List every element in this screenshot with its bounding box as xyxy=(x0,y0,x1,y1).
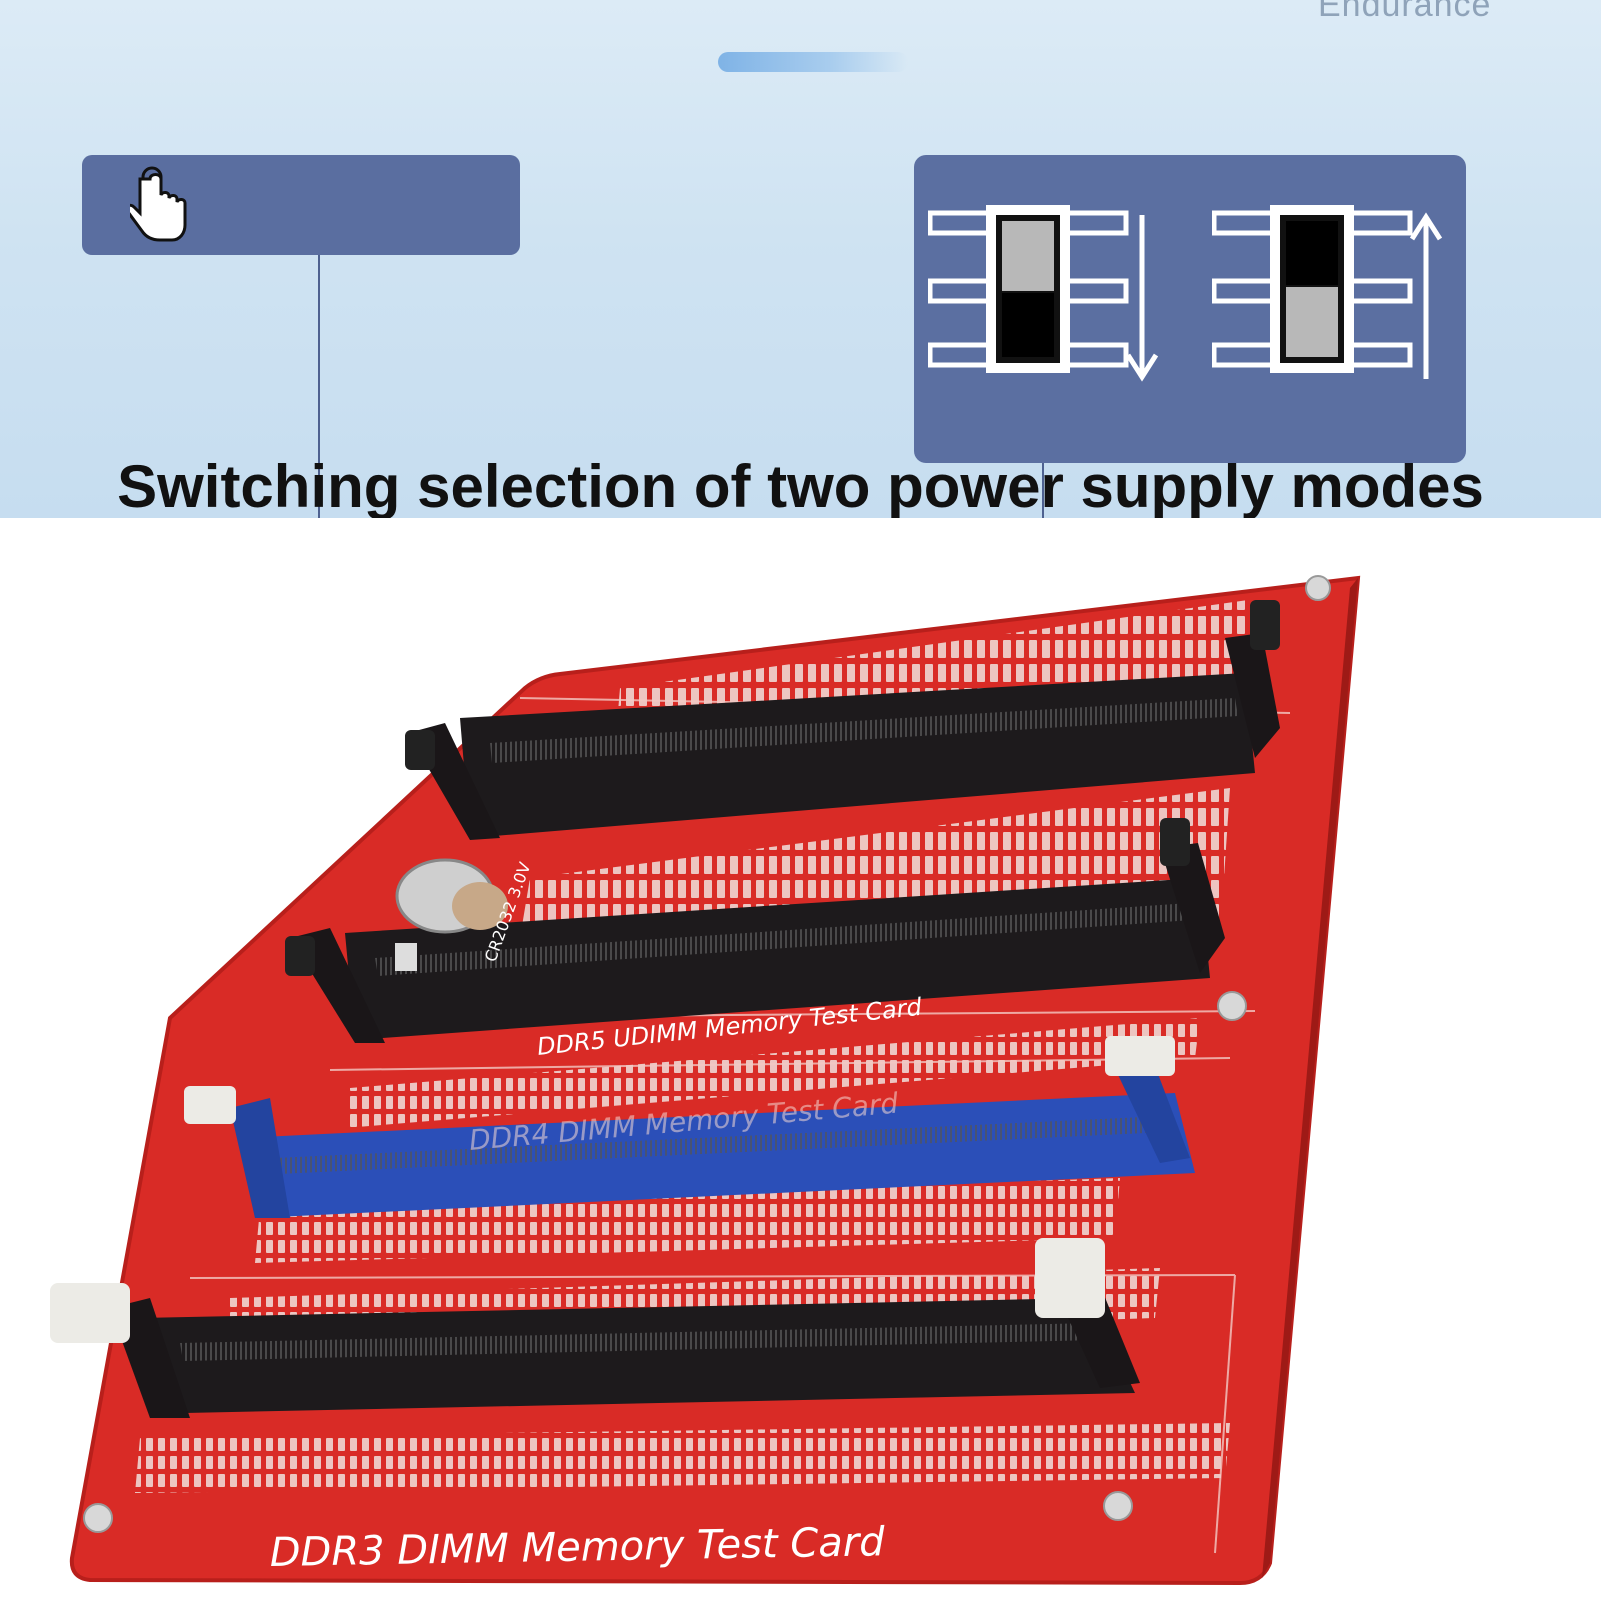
ddr4-slot xyxy=(184,1036,1195,1218)
ddr3-slot xyxy=(50,1238,1140,1418)
partial-heading: Endurance xyxy=(1318,0,1492,24)
coin-battery xyxy=(395,858,508,971)
leader-line xyxy=(1042,463,1044,518)
dip-switch-up-icon xyxy=(1212,205,1413,373)
hand-pointer-icon xyxy=(130,166,187,242)
promo-banner: Endurance xyxy=(0,0,1601,518)
ddr5-slot-bottom xyxy=(285,818,1225,1043)
mode-selector-panel xyxy=(82,155,520,255)
ddr5-slot-top xyxy=(405,600,1280,840)
dip-switch-panel xyxy=(914,155,1466,463)
decorative-pill xyxy=(718,52,908,72)
dip-switch-down-icon xyxy=(928,205,1129,373)
product-photo: DDR5 UDIMM Memory Test Card DDR4 DIMM Me… xyxy=(0,518,1601,1601)
arrow-up-icon xyxy=(1409,212,1443,379)
arrow-down-icon xyxy=(1125,215,1159,382)
memory-test-board: DDR5 UDIMM Memory Test Card DDR4 DIMM Me… xyxy=(50,575,1361,1586)
leader-line xyxy=(318,255,320,518)
ddr3-label: DDR3 DIMM Memory Test Card xyxy=(269,1519,885,1576)
mounting-holes xyxy=(83,575,1331,1533)
caption-text: Switching selection of two power supply … xyxy=(117,453,1484,518)
